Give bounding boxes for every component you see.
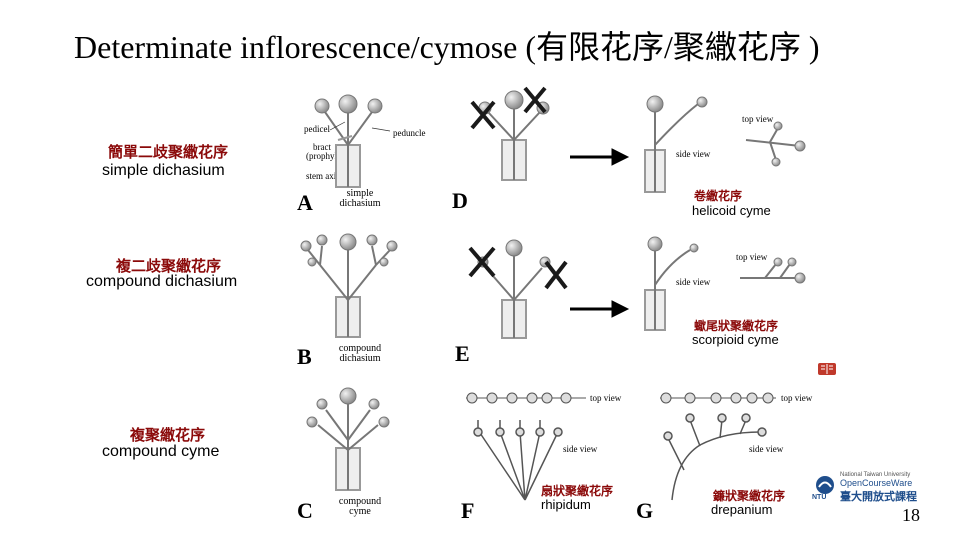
ntu-ocw-logo: NTU National Taiwan University OpenCours… bbox=[812, 472, 937, 503]
logo-ntu: NTU bbox=[812, 494, 827, 501]
annotation-peduncle: peduncle bbox=[393, 128, 426, 138]
annotation-prophyll: (prophyll) bbox=[306, 151, 343, 161]
annotation-top-view-d: top view bbox=[742, 114, 774, 124]
label-helicoid-zh: 卷繖花序 bbox=[694, 189, 743, 203]
label-drepanium-zh: 鐮狀聚繖花序 bbox=[713, 489, 786, 503]
annotation-side-view-e: side view bbox=[676, 277, 711, 287]
logo-line1: National Taiwan University bbox=[840, 472, 911, 478]
panel-letter-e: E bbox=[455, 341, 470, 366]
helicoid-cyme-top-view bbox=[745, 121, 806, 167]
label-rhipidum-en: rhipidum bbox=[541, 497, 591, 512]
panel-letter-b: B bbox=[297, 344, 312, 369]
label-helicoid-en: helicoid cyme bbox=[692, 203, 771, 218]
annotation-top-view-g: top view bbox=[781, 393, 813, 403]
page-number: 18 bbox=[902, 505, 920, 525]
annotation-side-view-g: side view bbox=[749, 444, 784, 454]
simple-dichasium-figure bbox=[314, 94, 391, 188]
label-drepanium-en: drepanium bbox=[711, 502, 773, 517]
label-scorpioid-zh: 蠍尾狀聚繖花序 bbox=[694, 319, 779, 333]
rhipidum-top-view bbox=[466, 392, 586, 404]
annotation-side-view-d: side view bbox=[676, 149, 711, 159]
annotation-pedicel: pedicel bbox=[304, 124, 330, 134]
annotation-bract: bract bbox=[313, 142, 331, 152]
scorpioid-cyme-top-view bbox=[740, 257, 806, 284]
ntu-emblem-icon bbox=[816, 476, 834, 494]
panel-letter-g: G bbox=[636, 498, 654, 523]
page-title: Determinate inflorescence/cymose (有限花序/聚… bbox=[74, 29, 820, 65]
label-compound-cyme-en: compound cyme bbox=[102, 443, 220, 460]
drepanium-side-view bbox=[663, 413, 767, 501]
drepanium-top-view bbox=[660, 392, 776, 404]
helicoid-cyme-side-view bbox=[644, 95, 708, 193]
label-compound-cyme-zh: 複聚繖花序 bbox=[130, 426, 206, 444]
cross-mark-icon bbox=[470, 86, 547, 130]
label-compound-dichasium-en: compound dichasium bbox=[86, 273, 238, 290]
label-compound-dichasium-zh: 複二歧聚繖花序 bbox=[116, 257, 222, 275]
label-scorpioid-en: scorpioid cyme bbox=[692, 332, 779, 347]
annotation-top-view-e: top view bbox=[736, 252, 768, 262]
label-simple-zh: 簡單二歧聚繖花序 bbox=[108, 143, 229, 161]
cross-mark-icon bbox=[468, 246, 568, 290]
book-icon[interactable] bbox=[818, 362, 836, 376]
panel-letter-c: C bbox=[297, 498, 313, 523]
panel-letter-d: D bbox=[452, 188, 468, 213]
label-simple-en: simple dichasium bbox=[102, 162, 225, 179]
logo-line2: OpenCourseWare bbox=[840, 478, 913, 488]
arrow-icon bbox=[570, 148, 630, 318]
panel-letter-f: F bbox=[461, 498, 475, 523]
annotation-side-view-f: side view bbox=[563, 444, 598, 454]
label-rhipidum-zh: 扇狀聚繖花序 bbox=[541, 484, 614, 498]
compound-cyme-figure bbox=[306, 387, 390, 491]
annotation-stem-axis: stem axis bbox=[306, 171, 340, 181]
rhipidum-side-view bbox=[473, 420, 563, 501]
panel-letter-a: A bbox=[297, 190, 313, 215]
scorpioid-cyme-side-view bbox=[644, 236, 699, 331]
annotation-top-view-f: top view bbox=[590, 393, 622, 403]
compound-dichasium-figure bbox=[300, 233, 398, 338]
logo-line3: 臺大開放式課程 bbox=[840, 490, 917, 503]
scorpioid-cyme-source-figure bbox=[477, 239, 551, 339]
